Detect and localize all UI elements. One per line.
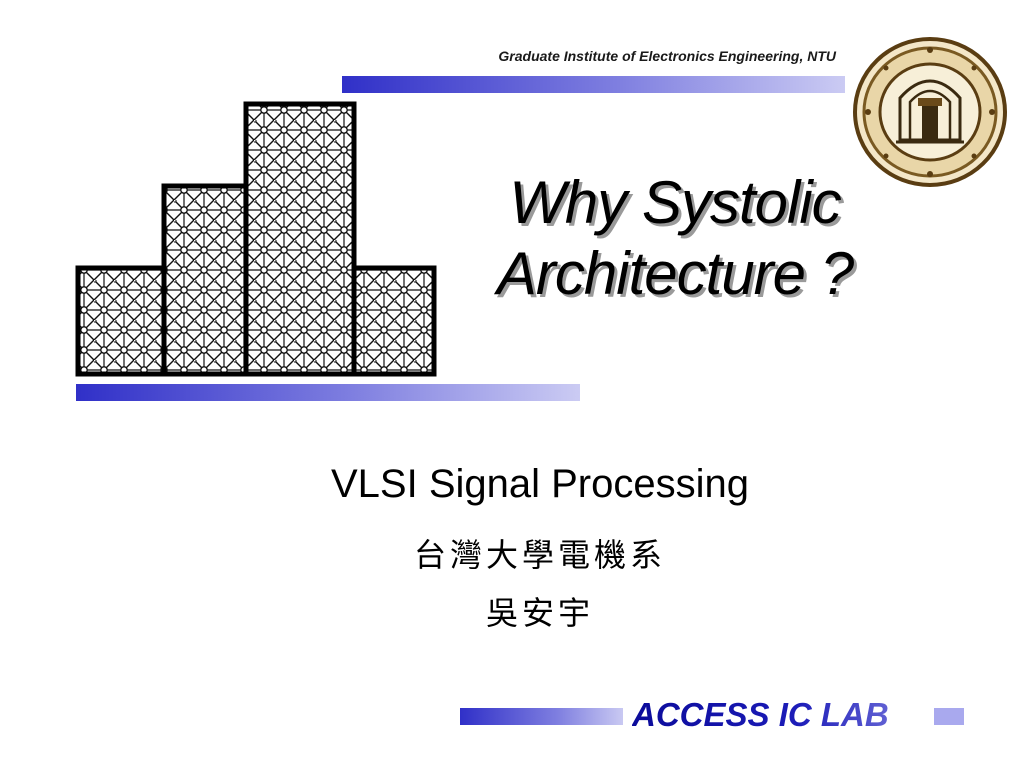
course-subtitle: VLSI Signal Processing <box>330 462 749 506</box>
ntu-seal-icon <box>853 37 1007 187</box>
middle-gradient-bar <box>76 384 580 401</box>
top-gradient-bar <box>342 76 845 93</box>
title-line-2: Architecture ? <box>496 239 854 307</box>
systolic-array-lattice-icon <box>75 101 437 377</box>
slide-title: Why Systolic Architecture ? <box>440 168 910 310</box>
bottom-gradient-bar <box>460 708 623 725</box>
lab-logo-text: ACCESS IC LAB <box>632 696 932 734</box>
institute-header: Graduate Institute of Electronics Engine… <box>498 48 836 64</box>
title-line-1: Why Systolic <box>509 169 841 236</box>
footer-square <box>934 708 964 725</box>
department-name: 台灣大學電機系 <box>413 536 666 574</box>
author-name: 吳安宇 <box>485 594 594 632</box>
